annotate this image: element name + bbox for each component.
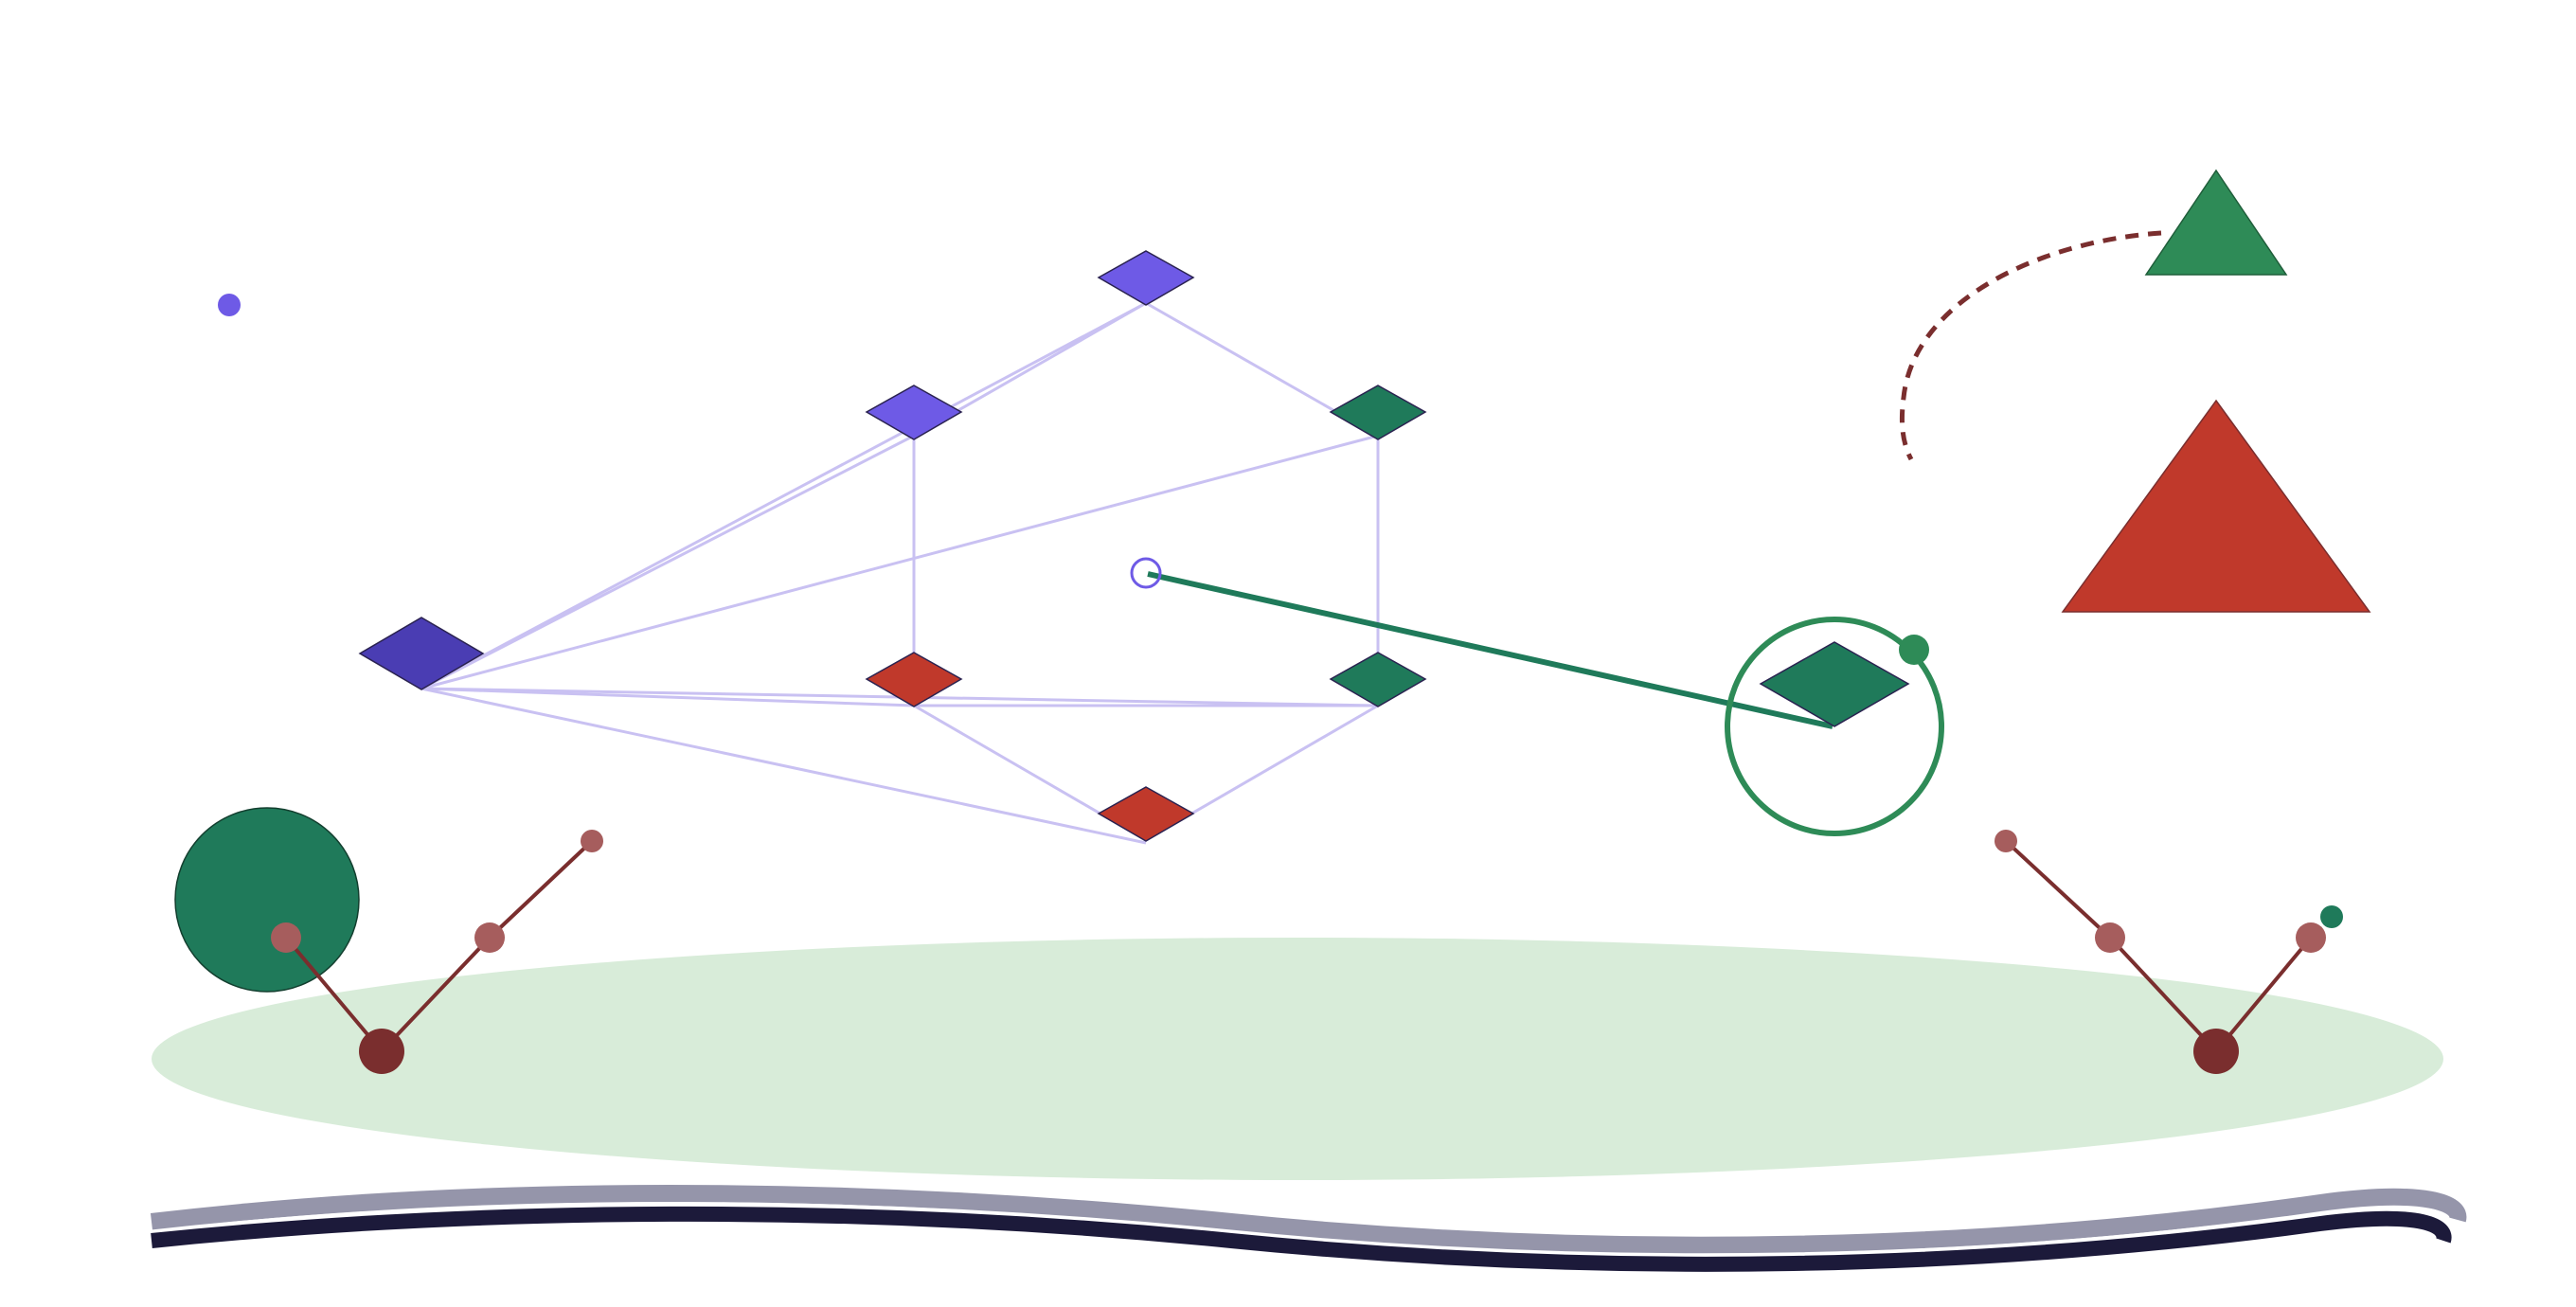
- stick-limb: [380, 936, 492, 1053]
- stick-joint: [2296, 922, 2326, 953]
- lattice-node-far-left: [358, 617, 485, 690]
- violet-dot: [218, 294, 241, 316]
- lattice-node-upper-right: [1329, 385, 1427, 440]
- stick-root: [359, 1029, 404, 1074]
- lattice-edge: [420, 687, 1147, 845]
- wave-band-dark: [151, 1206, 2452, 1272]
- ground-ellipse: [152, 938, 2443, 1180]
- stick-limb: [2214, 936, 2313, 1053]
- lattice-node-upper-left: [865, 385, 963, 440]
- stick-limb: [2004, 839, 2112, 940]
- stick-joint: [581, 830, 603, 852]
- teal-dot: [2320, 905, 2343, 928]
- stick-joint: [2095, 922, 2125, 953]
- dashed-arc: [1899, 230, 2162, 461]
- red-triangle: [2061, 399, 2371, 613]
- green-ring: [1725, 617, 1944, 836]
- stick-joint: [271, 922, 301, 953]
- hollow-marker: [1130, 557, 1162, 589]
- stick-joint: [474, 922, 505, 953]
- wave-band-light: [150, 1185, 2467, 1254]
- connector-line: [1147, 571, 1834, 729]
- lattice-node-middle-right: [1329, 652, 1427, 707]
- lattice-node-top: [1097, 250, 1195, 306]
- lattice-edge: [420, 301, 1147, 690]
- left-stick-figure: [271, 830, 603, 1074]
- lattice-edges: [420, 301, 1380, 845]
- ring-diamond: [1759, 641, 1910, 727]
- lattice-node-middle-left: [865, 652, 963, 707]
- stick-limb: [284, 936, 384, 1053]
- teal-disc: [174, 807, 360, 993]
- stick-limb: [2108, 936, 2218, 1053]
- lattice-node-bottom: [1097, 786, 1195, 842]
- stick-joint: [1995, 830, 2017, 852]
- green-triangle: [2144, 169, 2288, 276]
- wave-band-gap: [151, 1202, 2453, 1257]
- ring-knob: [1899, 635, 1929, 665]
- right-stick-figure: [1995, 830, 2326, 1074]
- stick-limb: [488, 839, 594, 940]
- lattice-edge: [420, 434, 1379, 690]
- lattice-edge: [420, 434, 915, 690]
- stick-root: [2193, 1029, 2239, 1074]
